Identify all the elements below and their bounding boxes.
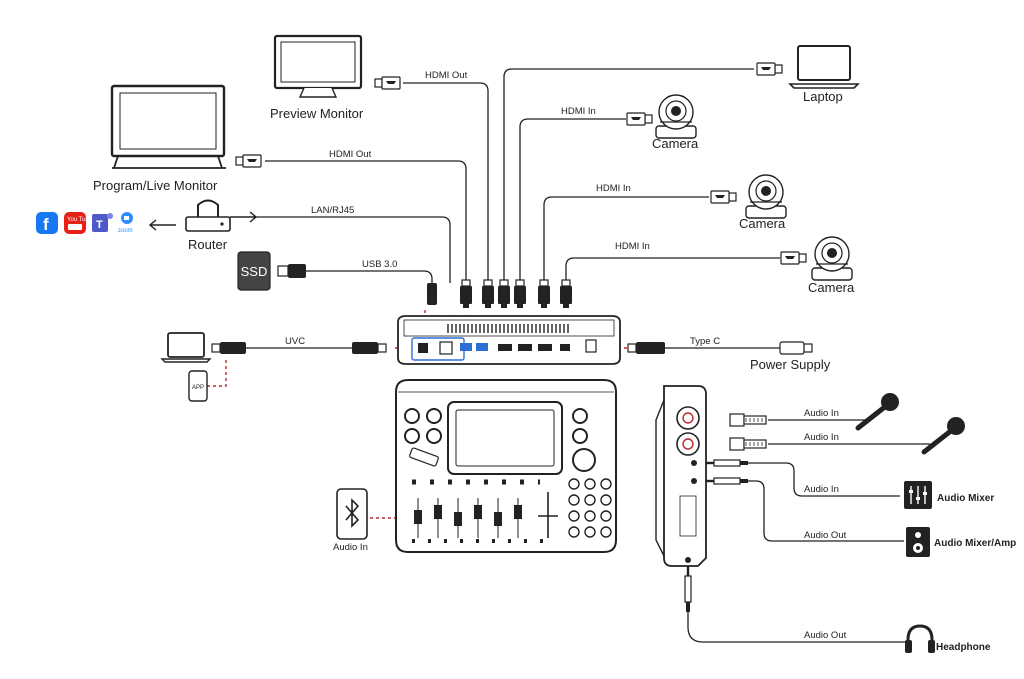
microphone-icon <box>924 417 965 452</box>
power-supply-label: Power Supply <box>750 357 831 372</box>
social-icons: f You Tube T zoom <box>36 212 133 234</box>
preview-monitor-label: Preview Monitor <box>270 106 364 121</box>
audio-mixer-icon <box>904 481 932 509</box>
wires <box>246 68 930 643</box>
camera-icon <box>811 236 853 281</box>
uvc-plugs <box>211 342 387 354</box>
bluetooth-icon <box>345 498 360 528</box>
svg-text:SSD: SSD <box>241 264 268 279</box>
audio-mixer-amp-label: Audio Mixer/Amp <box>934 538 1016 549</box>
uvc-label: UVC <box>285 336 305 347</box>
audio-out-label: Audio Out <box>804 530 847 541</box>
audio-in-label: Audio In <box>804 432 839 443</box>
bluetooth-audio-in-label: Audio In <box>333 542 368 553</box>
uvc-laptop-icon <box>160 332 212 363</box>
ssd-icon: SSD <box>237 251 271 291</box>
bluetooth-phone-icon <box>336 488 368 540</box>
lan-label: LAN/RJ45 <box>311 205 354 216</box>
audio-mixer-label: Audio Mixer <box>937 493 994 504</box>
microphone-icon <box>858 393 899 428</box>
headphone-icon <box>905 624 935 653</box>
camera-label: Camera <box>808 280 855 295</box>
preview-monitor-icon <box>273 34 363 98</box>
laptop-label: Laptop <box>803 89 843 104</box>
camera-label: Camera <box>652 136 699 151</box>
svg-text:T: T <box>96 219 103 231</box>
hdmi-in-label: HDMI In <box>615 241 650 252</box>
facebook-icon: f <box>36 212 58 234</box>
usb-plug <box>277 264 437 305</box>
labels: Preview Monitor Program/Live Monitor Lap… <box>93 70 1016 653</box>
hdmi-out-label: HDMI Out <box>425 70 468 81</box>
program-monitor-label: Program/Live Monitor <box>93 178 218 193</box>
router-label: Router <box>188 237 228 252</box>
camera-label: Camera <box>739 216 786 231</box>
hdmi-in-label: HDMI In <box>561 106 596 117</box>
audio-in-label: Audio In <box>804 484 839 495</box>
svg-text:You Tube: You Tube <box>67 217 93 223</box>
switcher-front-panel <box>395 379 617 553</box>
switcher-rear-panel <box>397 315 621 365</box>
type-c-label: Type C <box>690 336 720 347</box>
teams-icon: T <box>92 213 113 232</box>
speaker-icon <box>906 527 930 557</box>
camera-icon <box>745 174 787 219</box>
svg-text:zoom: zoom <box>118 228 133 234</box>
camera-icon <box>655 94 697 139</box>
program-monitor-icon <box>110 84 226 169</box>
switcher-side-panel <box>655 385 707 567</box>
router-icon <box>148 199 258 232</box>
typec-plugs <box>627 341 813 355</box>
youtube-icon: You Tube <box>64 212 93 234</box>
audio-in-label: Audio In <box>804 408 839 419</box>
headphone-label: Headphone <box>936 642 991 653</box>
app-phone-icon: APP <box>188 370 208 402</box>
zoom-icon: zoom <box>118 212 133 234</box>
svg-text:APP: APP <box>192 385 204 391</box>
audio-plugs <box>684 413 767 612</box>
hdmi-out-label: HDMI Out <box>329 149 372 160</box>
audio-out-label: Audio Out <box>804 630 847 641</box>
usb3-label: USB 3.0 <box>362 259 397 270</box>
laptop-icon <box>788 45 860 89</box>
hdmi-in-label: HDMI In <box>596 183 631 194</box>
svg-text:f: f <box>43 215 49 234</box>
